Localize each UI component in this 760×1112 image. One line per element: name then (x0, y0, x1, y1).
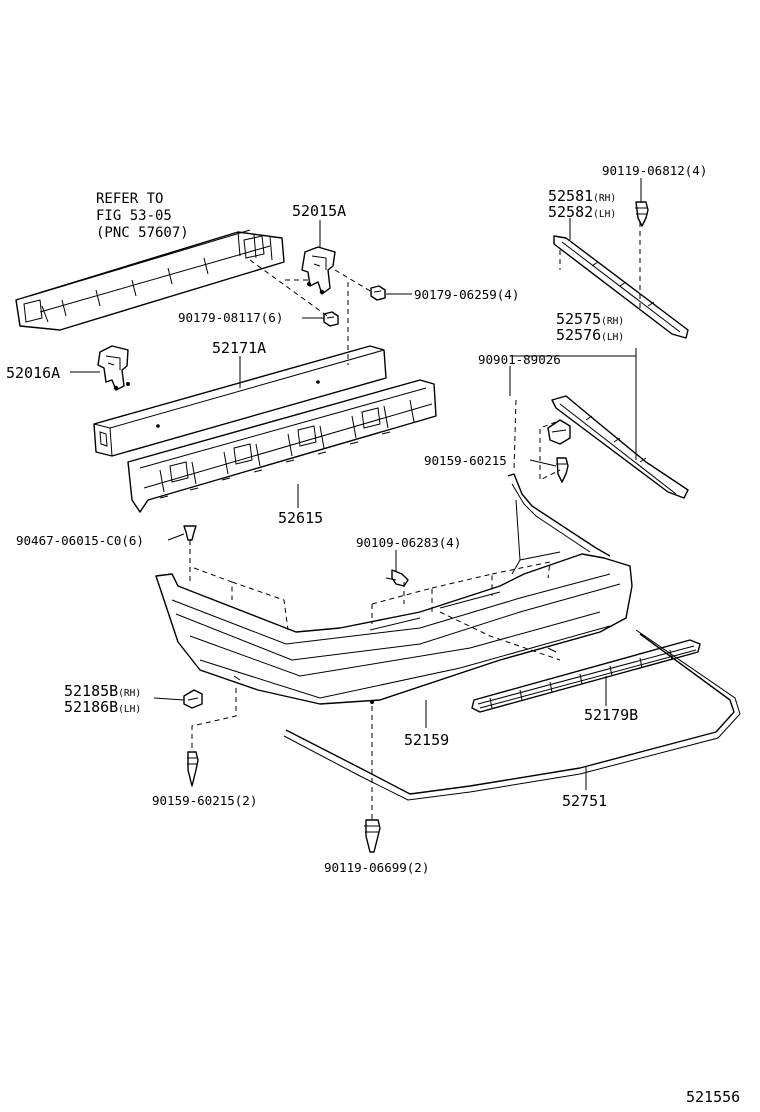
label-52581: 52581(RH) (548, 187, 616, 205)
label-52185B: 52185B(RH) (64, 682, 141, 700)
label-90159-60215: 90159-60215 (424, 453, 507, 468)
leader-52575-bracket (510, 348, 637, 460)
label-52751: 52751 (562, 792, 607, 810)
label-90901-89026: 90901-89026 (478, 352, 561, 367)
figure-id: 521556 (686, 1088, 740, 1106)
retainer-52185B (183, 689, 203, 709)
label-52582: 52582(LH) (548, 203, 616, 221)
label-52575: 52575(RH) (556, 310, 624, 328)
retainer-52581 (553, 235, 689, 339)
protector-52751 (283, 629, 741, 801)
bumper-cover-52159 (155, 473, 633, 705)
reinforcement-reference-beam (15, 229, 285, 331)
leader-52185B (153, 697, 185, 701)
leader-90467 (167, 533, 185, 541)
retainer-52575 (551, 395, 689, 499)
nut-90179-08117 (323, 311, 339, 327)
refer-note-line3: (PNC 57607) (96, 225, 189, 241)
moulding-52179B (471, 639, 701, 713)
label-52015A: 52015A (292, 202, 346, 220)
screw-90109-06283 (385, 569, 409, 587)
bracket-52016A (97, 345, 130, 391)
clip-90467-06015 (183, 525, 197, 541)
bolt-90119-06812 (635, 201, 649, 227)
nut-90179-06259 (370, 285, 386, 301)
label-52615: 52615 (278, 509, 323, 527)
label-90109: 90109-06283(4) (356, 535, 461, 550)
label-52016A: 52016A (6, 364, 60, 382)
absorber-52615 (127, 379, 437, 513)
label-90119-06812: 90119-06812(4) (602, 163, 707, 178)
label-90179-06259: 90179-06259(4) (414, 287, 519, 302)
label-90179-08117: 90179-08117(6) (178, 310, 283, 325)
clip-90159-60215-upper (556, 457, 569, 483)
clip-90119-06699 (364, 819, 381, 853)
label-52186B: 52186B(LH) (64, 698, 141, 716)
bracket-52015A (301, 246, 336, 295)
clip-90159-60215-lower (187, 751, 199, 787)
clip-90901-89026 (547, 419, 571, 445)
label-52179B: 52179B (584, 706, 638, 724)
label-52171A: 52171A (212, 339, 266, 357)
label-52159: 52159 (404, 731, 449, 749)
label-90119-06699: 90119-06699(2) (324, 860, 429, 875)
label-52576: 52576(LH) (556, 326, 624, 344)
refer-note-line1: REFER TO (96, 191, 163, 207)
refer-note-line2: FIG 53-05 (96, 208, 172, 224)
dash-beam-to-nut (249, 259, 331, 319)
leader-90159 (529, 459, 557, 467)
reinforcement-52171A (93, 345, 387, 457)
label-90159-60215-2: 90159-60215(2) (152, 793, 257, 808)
label-90467: 90467-06015-C0(6) (16, 533, 144, 548)
